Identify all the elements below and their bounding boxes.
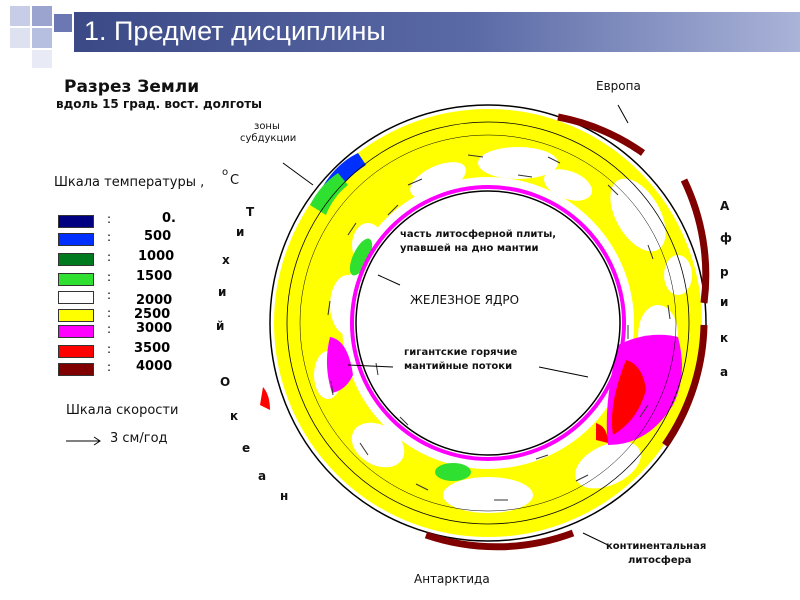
velocity-scale-value: 3 см/год (110, 431, 168, 446)
plume-africa-red (611, 360, 646, 435)
figure-heading: Разрез Земли (64, 77, 200, 97)
slide-title: 1. Предмет дисциплины (84, 16, 386, 46)
temperature-unit-degree: o (222, 167, 229, 178)
subduction-arrow (282, 162, 314, 186)
temp-swatch (58, 215, 94, 228)
core-label: ЖЕЛЕЗНОЕ ЯДРО (410, 293, 520, 307)
subduction-green (310, 173, 348, 215)
ocean-letter: к (230, 409, 239, 423)
temp-value: 500 (144, 229, 172, 244)
decor-square (10, 6, 30, 26)
lithosphere-line (286, 121, 690, 525)
slab-label-1: часть литосферной плиты, (400, 229, 557, 240)
continental-label-2: литосфера (628, 555, 692, 566)
temp-value: 2500 (134, 307, 171, 322)
africa-letter: р (720, 265, 729, 279)
slab-label-2: упавшей на дно мантии (400, 243, 539, 254)
plume-label-2: мантийные потоки (404, 361, 513, 372)
temp-swatch (58, 345, 94, 358)
upper-mantle-line (299, 134, 677, 512)
temp-value: 3000 (136, 321, 173, 336)
ocean-letter: х (222, 253, 230, 267)
temp-swatch (58, 309, 94, 322)
temp-swatch (58, 325, 94, 338)
subduction-label-1: зоны (254, 121, 280, 132)
ocean-letter: и (218, 285, 227, 299)
ocean-letter: а (258, 469, 267, 483)
europe-label: Европа (596, 79, 641, 93)
subduction-label-2: субдукции (240, 133, 297, 144)
earth-cross-section-figure: Разрез Земли вдоль 15 град. вост. долгот… (48, 75, 734, 597)
decor-square (32, 28, 52, 48)
plume-pacific-magenta (326, 337, 353, 393)
plume-arrow-left (347, 364, 394, 368)
decor-square (10, 28, 30, 48)
velocity-legend-arrowhead (93, 436, 101, 446)
continental-lithosphere (424, 113, 710, 551)
ocean-letter: и (236, 225, 245, 239)
antarctica-label: Антарктида (414, 572, 490, 586)
red-spot-left (260, 387, 270, 410)
ocean-letter: е (242, 441, 251, 455)
africa-letter: ф (720, 231, 732, 245)
temp-swatch (58, 253, 94, 266)
europe-arrow (617, 104, 629, 124)
decor-square (54, 14, 72, 32)
temp-swatch (58, 363, 94, 376)
temp-value: 0. (162, 211, 176, 226)
temp-value: 4000 (136, 359, 173, 374)
africa-letter: и (720, 295, 729, 309)
earth-diagram (66, 104, 710, 551)
plume-arrow-right (538, 366, 589, 378)
temp-swatch (58, 233, 94, 246)
ocean-letter: Т (246, 205, 255, 219)
velocity-arrows (327, 154, 671, 501)
continental-label-1: континентальная (606, 541, 707, 552)
africa-letter: А (720, 199, 730, 213)
iron-core (355, 190, 621, 456)
ocean-letter: О (220, 375, 231, 389)
temp-value: 3500 (134, 341, 171, 356)
slab-green (349, 238, 373, 276)
figure-subheading: вдоль 15 град. вост. долготы (56, 97, 263, 111)
temp-value: 1000 (138, 249, 175, 264)
decor-square (32, 50, 52, 68)
slab-arrow (377, 274, 401, 286)
red-spot-bottom (596, 423, 608, 443)
temp-swatch (58, 291, 94, 304)
africa-letter: а (720, 365, 729, 379)
core-mantle-boundary (350, 185, 626, 461)
green-patch-bottom (435, 463, 471, 481)
ocean-letter: й (216, 319, 225, 333)
temperature-unit-letter: С (230, 173, 240, 188)
plume-label-1: гигантские горячие (404, 347, 518, 358)
ocean-letter: н (280, 489, 289, 503)
velocity-scale-title: Шкала скорости (66, 403, 179, 418)
continental-arrow (582, 532, 609, 546)
temp-value: 2000 (136, 293, 173, 308)
temp-value: 1500 (136, 269, 173, 284)
title-bar (74, 12, 800, 52)
africa-letter: к (720, 331, 729, 345)
temp-swatch (58, 273, 94, 286)
decor-square (32, 6, 52, 26)
temperature-scale-title: Шкала температуры , (54, 175, 205, 190)
